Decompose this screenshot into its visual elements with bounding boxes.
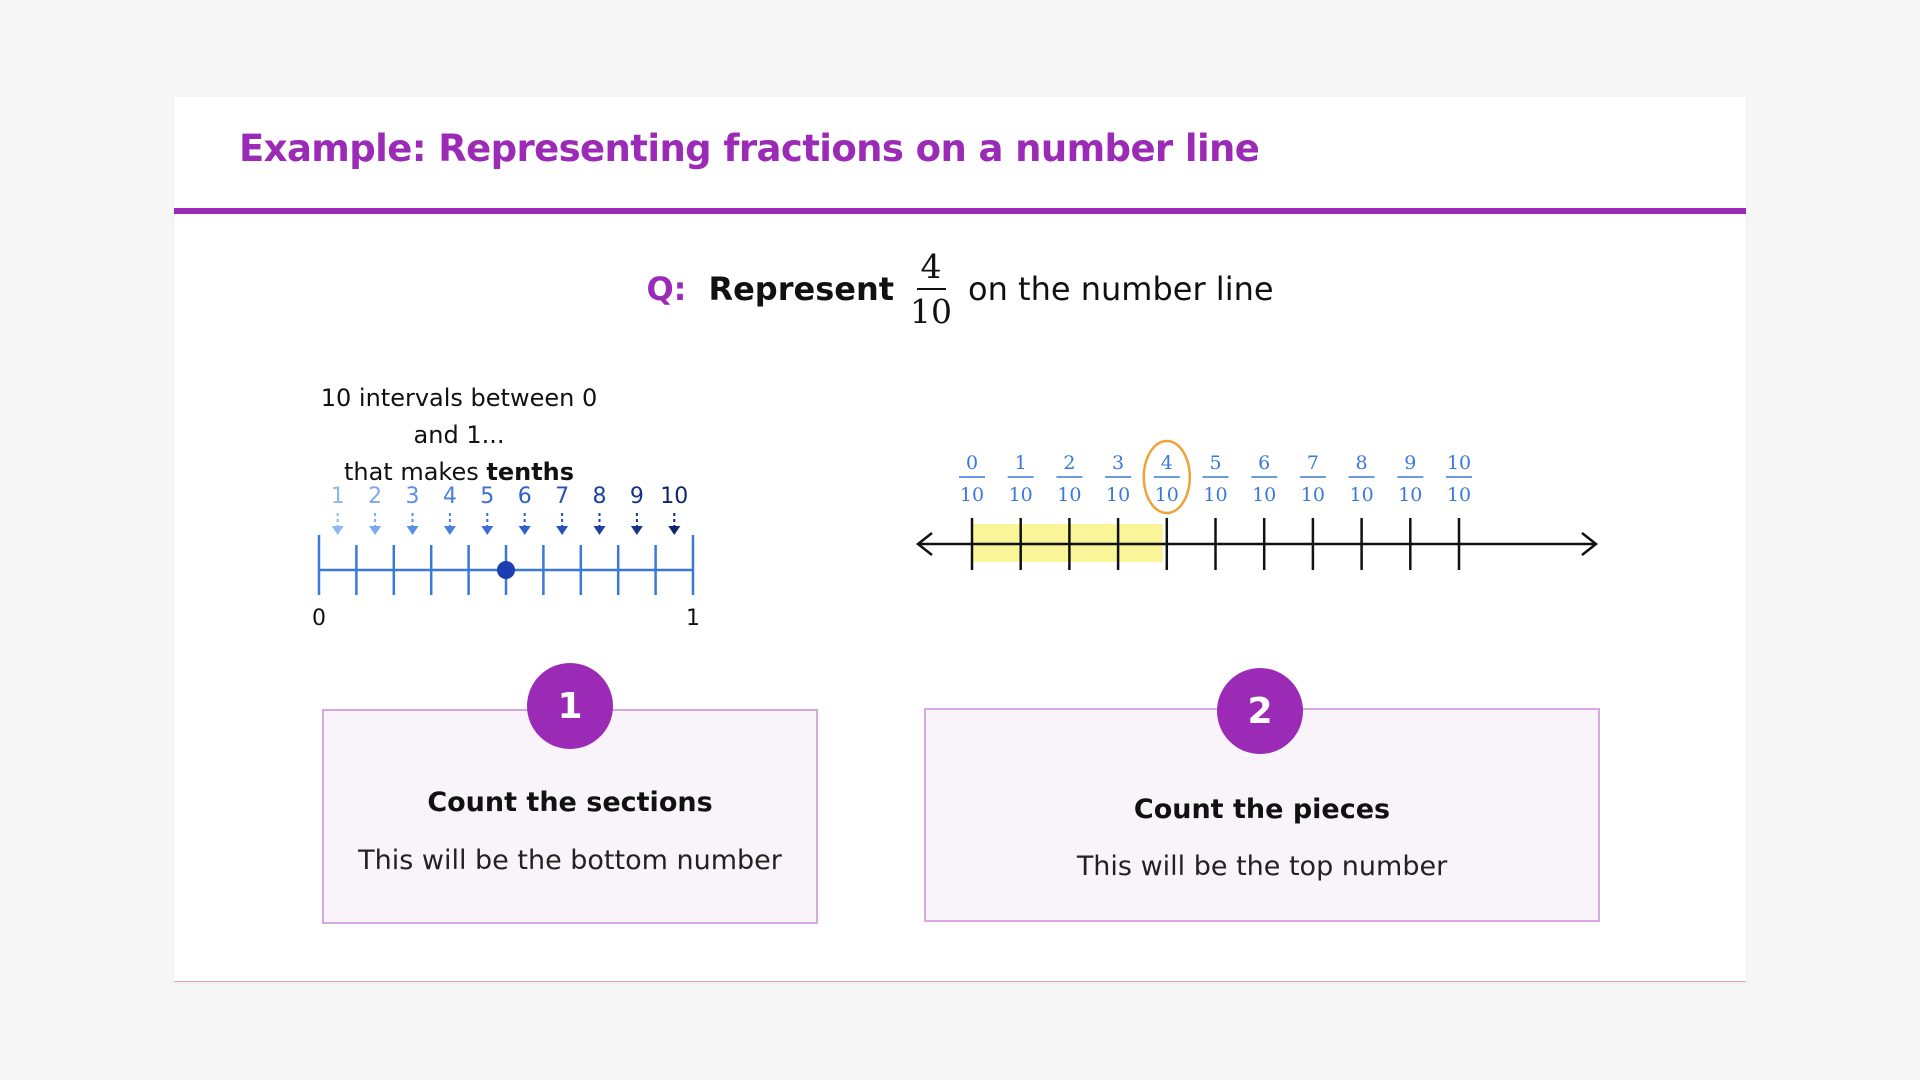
intervals-note-line1: 10 intervals between 0 and 1... xyxy=(320,384,598,449)
tick-label-denominator: 10 xyxy=(1350,484,1374,506)
question-verb: Represent xyxy=(708,270,895,308)
end-label-one: 1 xyxy=(686,606,700,631)
fraction-numerator: 4 xyxy=(916,250,946,290)
step-2-badge: 2 xyxy=(1217,668,1303,754)
interval-arrow-head xyxy=(630,526,643,535)
question-label: Q: xyxy=(646,270,687,308)
tick-label-denominator: 10 xyxy=(1398,484,1422,506)
interval-arrow-head xyxy=(331,526,344,535)
tick-label-numerator: 10 xyxy=(1447,452,1471,474)
end-label-zero: 0 xyxy=(312,606,326,631)
interval-arrow-head xyxy=(556,526,569,535)
tick-label-numerator: 2 xyxy=(1063,452,1075,474)
tick-label-denominator: 10 xyxy=(1447,484,1471,506)
tick-label-denominator: 10 xyxy=(1301,484,1325,506)
interval-arrow-head xyxy=(481,526,494,535)
title-underline xyxy=(174,208,1746,214)
step-1-text: This will be the bottom number xyxy=(358,845,782,876)
question-rest: on the number line xyxy=(968,270,1274,308)
tick-label-numerator: 3 xyxy=(1112,452,1124,474)
step-2-text: This will be the top number xyxy=(1076,851,1448,882)
interval-label: 7 xyxy=(555,484,569,509)
tick-label-numerator: 5 xyxy=(1209,452,1221,474)
tick-label-numerator: 9 xyxy=(1404,452,1416,474)
tick-label-numerator: 8 xyxy=(1356,452,1368,474)
marked-point xyxy=(497,561,515,579)
slide: Example: Representing fractions on a num… xyxy=(174,97,1746,982)
tick-label-denominator: 10 xyxy=(1155,484,1179,506)
right-number-line: 0 10 1 10 2 10 3 10 4 10 5 10 6 10 7 10 8 10 9 10 10 10 xyxy=(915,439,1599,570)
interval-label: 4 xyxy=(443,484,457,509)
tick-label-denominator: 10 xyxy=(1252,484,1276,506)
tick-label-denominator: 10 xyxy=(1203,484,1227,506)
interval-label: 10 xyxy=(660,484,688,509)
tick-label-denominator: 10 xyxy=(1057,484,1081,506)
interval-arrow-head xyxy=(369,526,382,535)
tick-label-numerator: 7 xyxy=(1307,452,1319,474)
step-1-heading: Count the sections xyxy=(427,787,713,818)
interval-arrow-head xyxy=(406,526,419,535)
intervals-note: 10 intervals between 0 and 1... that mak… xyxy=(319,380,599,491)
target-circle xyxy=(1142,439,1192,515)
interval-label: 5 xyxy=(480,484,494,509)
question: Q: Represent 4 10 on the number line xyxy=(174,244,1746,334)
intervals-note-bold: tenths xyxy=(486,458,575,486)
tick-label-numerator: 4 xyxy=(1161,452,1173,474)
interval-label: 8 xyxy=(593,484,607,509)
question-fraction: 4 10 xyxy=(906,250,956,328)
tick-label-denominator: 10 xyxy=(1009,484,1033,506)
intervals-note-line2: that makes tenths xyxy=(319,454,599,491)
interval-label: 1 xyxy=(331,484,345,509)
interval-label: 3 xyxy=(406,484,420,509)
intervals-note-prefix: that makes xyxy=(343,458,479,486)
interval-arrow-head xyxy=(593,526,606,535)
interval-label: 9 xyxy=(630,484,644,509)
step-2-heading: Count the pieces xyxy=(1133,794,1391,825)
tick-label-numerator: 1 xyxy=(1015,452,1027,474)
interval-label: 6 xyxy=(518,484,532,509)
step-1-badge: 1 xyxy=(527,663,613,749)
interval-label: 2 xyxy=(368,484,382,509)
axis-arrow-right xyxy=(1581,532,1599,556)
interval-arrow-head xyxy=(518,526,531,535)
fraction-denominator: 10 xyxy=(910,292,953,331)
tick-label-denominator: 10 xyxy=(960,484,984,506)
tick-label-numerator: 0 xyxy=(966,452,978,474)
axis-arrow-left xyxy=(915,532,933,556)
interval-arrow-head xyxy=(668,526,681,535)
tick-label-denominator: 10 xyxy=(1106,484,1130,506)
tick-label-numerator: 6 xyxy=(1258,452,1270,474)
interval-arrow-head xyxy=(443,526,456,535)
slide-title: Example: Representing fractions on a num… xyxy=(239,127,1260,170)
